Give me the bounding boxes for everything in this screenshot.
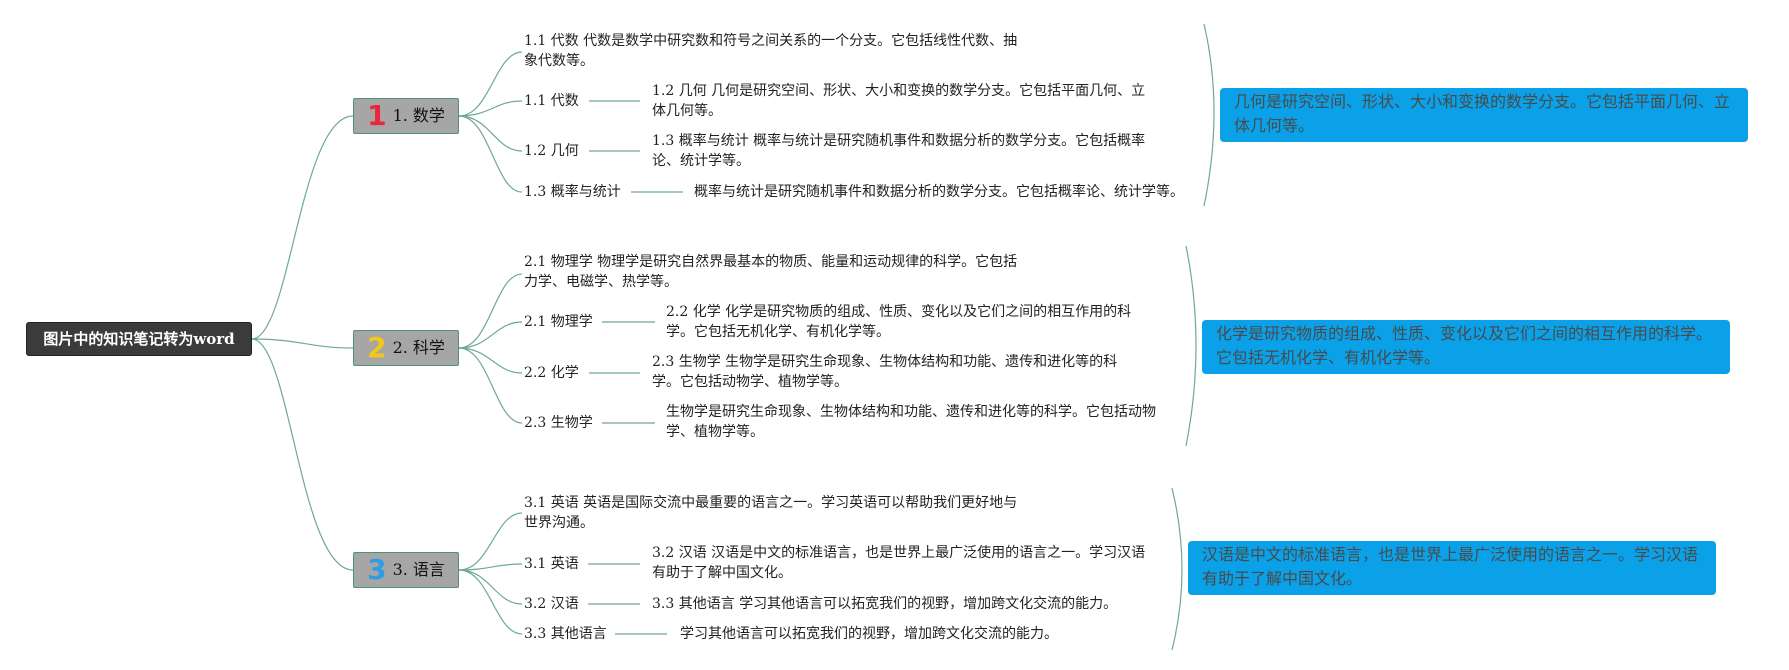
branch-label: 2. 科学 bbox=[392, 338, 445, 357]
detail-other-languages[interactable]: 3.3 其他语言 学习其他语言可以拓宽我们的视野，增加跨文化交流的能力。 bbox=[652, 596, 1118, 612]
topic-other-languages[interactable]: 3.3 其他语言 bbox=[524, 626, 607, 642]
summary-brace-2 bbox=[1185, 245, 1197, 447]
detail-biology-summary[interactable]: 生物学是研究生命现象、生物体结构和功能、遗传和进化等的科学。它包括动物学、植物学… bbox=[666, 404, 1156, 440]
branch-label: 1. 数学 bbox=[392, 106, 445, 125]
detail-probability[interactable]: 1.3 概率与统计 概率与统计是研究随机事件和数据分析的数学分支。它包括概率论、… bbox=[652, 133, 1146, 169]
summary-brace-3 bbox=[1171, 487, 1183, 651]
intro-physics[interactable]: 2.1 物理学 物理学是研究自然界最基本的物质、能量和运动规律的科学。它包括力学… bbox=[524, 254, 1018, 290]
detail-chinese[interactable]: 3.2 汉语 汉语是中文的标准语言，也是世界上最广泛使用的语言之一。学习汉语有助… bbox=[652, 545, 1146, 581]
intro-algebra[interactable]: 1.1 代数 代数是数学中研究数和符号之间关系的一个分支。它包括线性代数、抽象代… bbox=[524, 33, 1018, 69]
topic-algebra[interactable]: 1.1 代数 bbox=[524, 93, 579, 109]
topic-geometry[interactable]: 1.2 几何 bbox=[524, 143, 579, 159]
root-to-branch-3 bbox=[251, 338, 354, 571]
branch-node-science[interactable]: 2 2. 科学 bbox=[353, 330, 459, 366]
detail-other-languages-summary[interactable]: 学习其他语言可以拓宽我们的视野，增加跨文化交流的能力。 bbox=[680, 626, 1058, 642]
branch-node-language[interactable]: 3 3. 语言 bbox=[353, 552, 459, 588]
root-to-branch-2 bbox=[251, 338, 354, 349]
topic-chinese[interactable]: 3.2 汉语 bbox=[524, 596, 579, 612]
detail-probability-summary[interactable]: 概率与统计是研究随机事件和数据分析的数学分支。它包括概率论、统计学等。 bbox=[694, 184, 1184, 200]
detail-chemistry[interactable]: 2.2 化学 化学是研究物质的组成、性质、变化以及它们之间的相互作用的科学。它包… bbox=[666, 304, 1132, 340]
summary-note-math[interactable]: 几何是研究空间、形状、大小和变换的数学分支。它包括平面几何、立体几何等。 bbox=[1220, 88, 1748, 142]
root-node[interactable]: 图片中的知识笔记转为word bbox=[26, 322, 252, 356]
detail-biology[interactable]: 2.3 生物学 生物学是研究生命现象、生物体结构和功能、遗传和进化等的科学。它包… bbox=[652, 354, 1118, 390]
topic-physics[interactable]: 2.1 物理学 bbox=[524, 314, 593, 330]
intro-english[interactable]: 3.1 英语 英语是国际交流中最重要的语言之一。学习英语可以帮助我们更好地与世界… bbox=[524, 495, 1018, 531]
number-1-icon: 1 bbox=[367, 99, 387, 132]
summary-note-science[interactable]: 化学是研究物质的组成、性质、变化以及它们之间的相互作用的科学。它包括无机化学、有… bbox=[1202, 320, 1730, 374]
topic-chemistry[interactable]: 2.2 化学 bbox=[524, 365, 579, 381]
topic-english[interactable]: 3.1 英语 bbox=[524, 556, 579, 572]
summary-note-language[interactable]: 汉语是中文的标准语言，也是世界上最广泛使用的语言之一。学习汉语有助于了解中国文化… bbox=[1188, 541, 1716, 595]
number-2-icon: 2 bbox=[367, 331, 387, 364]
branch-label: 3. 语言 bbox=[392, 560, 445, 579]
root-to-branch-1 bbox=[251, 115, 354, 340]
topic-biology[interactable]: 2.3 生物学 bbox=[524, 415, 593, 431]
number-3-icon: 3 bbox=[367, 553, 387, 586]
branch-node-math[interactable]: 1 1. 数学 bbox=[353, 98, 459, 134]
summary-brace-1 bbox=[1203, 23, 1215, 207]
detail-geometry[interactable]: 1.2 几何 几何是研究空间、形状、大小和变换的数学分支。它包括平面几何、立体几… bbox=[652, 83, 1146, 119]
topic-probability[interactable]: 1.3 概率与统计 bbox=[524, 184, 621, 200]
